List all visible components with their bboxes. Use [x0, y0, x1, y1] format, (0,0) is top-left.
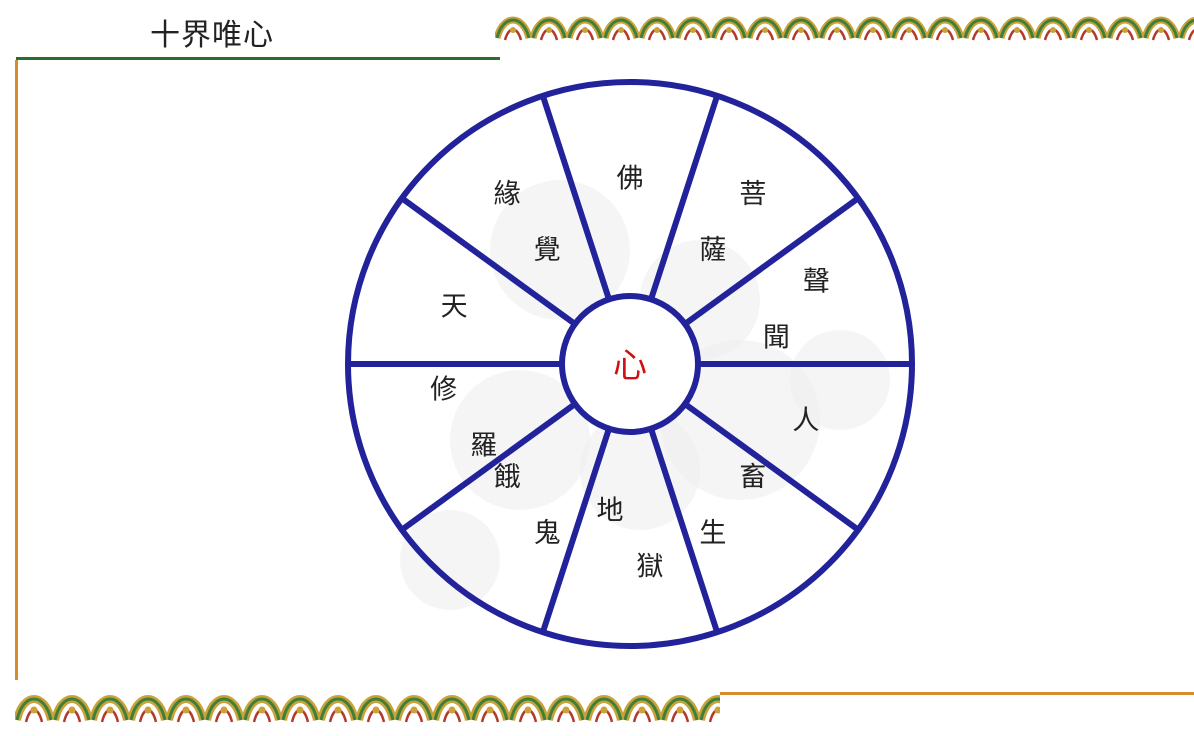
sector-label-sravaka-1: 聞: [763, 322, 790, 353]
sector-label-human-0: 人: [792, 406, 819, 437]
center-circle: [559, 293, 701, 435]
watermark-cloud-4: [580, 410, 700, 530]
sector-label-hell-1: 獄: [637, 552, 664, 583]
spoke-5: [648, 429, 720, 633]
spoke-4: [684, 402, 860, 532]
spoke-7: [400, 402, 576, 532]
spoke-6: [540, 429, 612, 633]
sector-label-pratyekabuddha-1: 覺: [534, 235, 561, 266]
decorative-border-top: [495, 8, 1194, 48]
outer-circle: [345, 79, 915, 649]
decorative-border-bottom: [15, 684, 720, 730]
sector-label-animal-0: 畜: [739, 462, 766, 493]
spoke-9: [400, 196, 576, 326]
frame-bottom-orange-line: [720, 692, 1194, 695]
sector-label-bodhisattva-0: 菩: [739, 179, 766, 210]
watermark-cloud-3: [450, 370, 590, 510]
sector-label-asura-0: 修: [430, 375, 457, 406]
wheel-spokes: [349, 95, 911, 633]
frame-top-green-line: [16, 57, 500, 60]
sector-label-hungry-ghost-0: 餓: [494, 462, 521, 493]
sector-label-sravaka-0: 聲: [803, 266, 830, 297]
sector-label-hungry-ghost-1: 鬼: [534, 518, 561, 549]
sector-label-bodhisattva-1: 薩: [699, 235, 726, 266]
watermark-cloud-5: [400, 510, 500, 610]
center-label: 心: [613, 346, 647, 386]
sector-label-deva-0: 天: [441, 291, 468, 322]
frame-left-orange-line: [15, 60, 18, 680]
spoke-0: [540, 95, 612, 299]
page-title: 十界唯心: [150, 18, 274, 53]
sector-label-hell-0: 地: [597, 496, 624, 527]
sector-label-asura-1: 羅: [470, 431, 497, 462]
sector-label-buddha-0: 佛: [617, 164, 644, 195]
watermark-cloud-6: [790, 330, 890, 430]
watermark-cloud-2: [660, 340, 820, 500]
sector-label-animal-1: 生: [699, 518, 726, 549]
sector-label-pratyekabuddha-0: 緣: [494, 179, 521, 210]
spoke-1: [648, 95, 720, 299]
spoke-2: [684, 196, 860, 326]
